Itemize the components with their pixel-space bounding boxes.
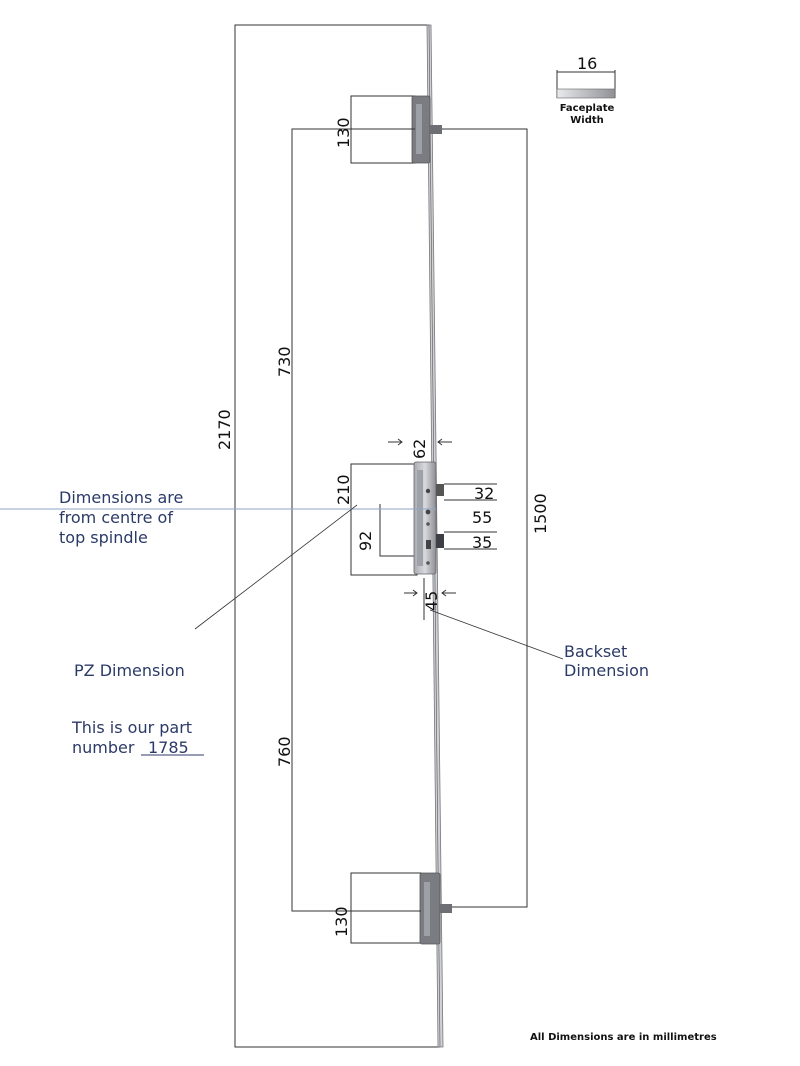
latch-gap-label: 32 (474, 484, 494, 503)
part-note-line2: number (72, 738, 135, 757)
faceplate-legend-line2: Width (570, 115, 604, 126)
faceplate-offset-label: 62 (410, 439, 429, 459)
faceplate-width-legend (556, 70, 616, 99)
left-dimension-lines (291, 128, 421, 912)
top-to-centre-label: 730 (275, 346, 294, 377)
part-note-line1: This is our part (71, 718, 192, 737)
overall-frame (234, 24, 440, 1048)
centre-note-line3: top spindle (59, 528, 148, 547)
gearbox-hardware (413, 461, 444, 575)
top-hook-height-label: 130 (334, 117, 353, 148)
centre-note-line1: Dimensions are (59, 488, 183, 507)
backset-arrows (404, 578, 456, 620)
part-number: 1785 (148, 738, 189, 757)
pz-bracket (379, 504, 418, 557)
faceplate-width-value: 16 (577, 54, 597, 73)
leader-lines (194, 504, 564, 660)
centre-note-line2: from centre of (59, 508, 173, 527)
deadbolt-gap-label: 35 (472, 533, 492, 552)
centre-to-bottom-label: 760 (275, 736, 294, 767)
faceplate-legend-line1: Faceplate (560, 103, 615, 114)
gearbox-box (350, 463, 418, 576)
backset-note-line1: Backset (564, 642, 627, 661)
spindle-to-cylinder-label: 55 (472, 508, 492, 527)
bottom-hook-hardware (419, 872, 452, 945)
backset-note-line2: Dimension (564, 661, 649, 680)
gearbox-height-label: 210 (334, 474, 353, 505)
faceplate-offset-arrows (388, 438, 452, 446)
bottom-hook-box (350, 872, 422, 944)
latch-dimension-lines (444, 483, 497, 550)
bottom-hook-height-label: 130 (332, 906, 351, 937)
hook-span-label: 1500 (531, 493, 550, 534)
right-dimension-lines (442, 128, 528, 908)
backset-label: 45 (422, 591, 441, 611)
pz-note: PZ Dimension (74, 661, 185, 680)
units-footer: All Dimensions are in millimetres (530, 1032, 717, 1043)
overall-height-label: 2170 (215, 409, 234, 450)
pz-label: 92 (356, 531, 375, 551)
top-hook-hardware (411, 95, 442, 164)
